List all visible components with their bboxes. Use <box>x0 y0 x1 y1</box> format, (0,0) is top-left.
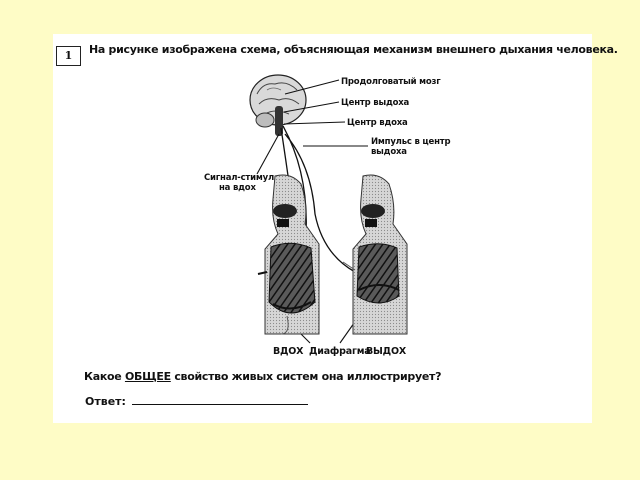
task-number-box: 1 <box>56 46 81 66</box>
answer-line[interactable] <box>131 394 308 405</box>
label-exhale-center: Центр выдоха <box>341 98 410 108</box>
figure-inhale <box>257 174 320 335</box>
task-title: На рисунке изображена схема, объясняющая… <box>89 43 618 56</box>
answer-row: Ответ: <box>85 394 308 408</box>
label-signal-line2: на вдох <box>219 183 256 193</box>
answer-label: Ответ: <box>85 395 126 408</box>
label-inhale: ВДОХ <box>273 346 304 357</box>
question-emphasis: ОБЩЕЕ <box>124 370 171 383</box>
breathing-diagram: Продолговатый мозг Центр выдоха Центр вд… <box>204 74 451 357</box>
label-signal-line1: Сигнал-стимул <box>204 173 274 183</box>
task-question: Какое ОБЩЕЕ свойство живых систем она ил… <box>84 370 441 383</box>
label-exhale: ВЫДОХ <box>366 346 407 357</box>
figure-exhale <box>342 174 408 335</box>
question-text-before: Какое <box>84 370 125 383</box>
label-diaphragm: Диафрагма <box>309 346 371 357</box>
label-inhale-center: Центр вдоха <box>347 118 408 128</box>
label-impulse-line2: выдоха <box>371 147 407 157</box>
label-impulse-line1: Импульс в центр <box>371 137 450 147</box>
task-sheet: 1 На рисунке изображена схема, объясняющ… <box>53 34 618 423</box>
brain-illustration <box>249 74 307 136</box>
question-text-after: свойство живых систем она иллюстрирует? <box>170 370 442 383</box>
label-medulla: Продолговатый мозг <box>341 77 441 87</box>
